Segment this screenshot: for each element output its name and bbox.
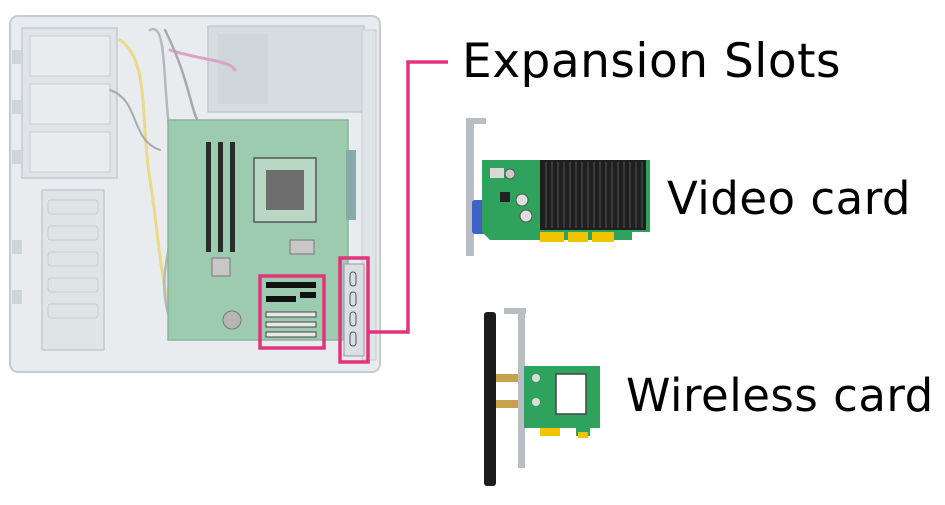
wireless-card-label: Wireless card: [626, 369, 934, 422]
expansion-slots: [265, 282, 317, 338]
video-card-label: Video card: [667, 172, 911, 225]
video-card: [466, 118, 650, 256]
motherboard: [167, 119, 356, 341]
leader-line: [368, 60, 448, 334]
heatsink: [540, 160, 646, 230]
title-label: Expansion Slots: [462, 34, 842, 89]
antenna: [484, 312, 496, 486]
wireless-card: [484, 308, 600, 486]
rear-bracket-covers: [343, 263, 365, 357]
highlight-boxes: [258, 256, 370, 364]
